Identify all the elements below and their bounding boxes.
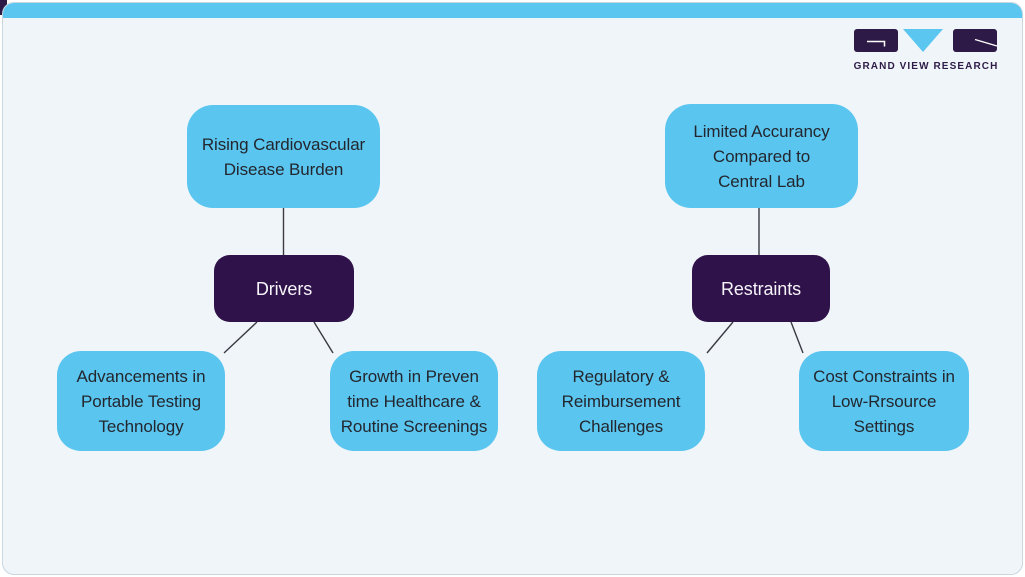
node-rising-cardiovascular-burden: Rising Cardiovascular Disease Burden: [187, 105, 380, 208]
node-regulatory-reimbursement-challenges: Regulatory & Reimbursement Challenges: [537, 351, 705, 451]
node-drivers-hub: Drivers: [214, 255, 354, 322]
g-block-icon: [854, 29, 898, 52]
node-label: Limited Accurancy Compared to Central La…: [693, 121, 830, 191]
node-cost-constraints-low-resource: Cost Constraints in Low-Rrsource Setting…: [799, 351, 969, 451]
grand-view-research-logo: GRAND VIEW RESEARCH: [854, 29, 1000, 73]
node-limited-accuracy-central-lab: Limited Accurancy Compared to Central La…: [665, 104, 858, 208]
node-growth-preventive-healthcare: Growth in Preven time Healthcare & Routi…: [330, 351, 498, 451]
node-label: Growth in Preven time Healthcare & Routi…: [340, 366, 488, 436]
logo-wordmark: GRAND VIEW RESEARCH: [854, 61, 999, 72]
node-label: Cost Constraints in Low-Rrsource Setting…: [813, 366, 955, 436]
v-triangle-icon: [903, 29, 943, 52]
node-label: Regulatory & Reimbursement Challenges: [561, 366, 681, 436]
node-label: Restraints: [720, 278, 802, 299]
node-restraints-hub: Restraints: [692, 255, 830, 322]
node-label: Drivers: [255, 278, 313, 299]
node-label: Advancements in Portable Testing Technol…: [76, 366, 206, 436]
top-accent-bar: [3, 3, 1022, 18]
node-label: Rising Cardiovascular Disease Burden: [201, 134, 366, 179]
r-block-icon: [953, 29, 998, 52]
node-advancements-portable-testing: Advancements in Portable Testing Technol…: [57, 351, 225, 451]
